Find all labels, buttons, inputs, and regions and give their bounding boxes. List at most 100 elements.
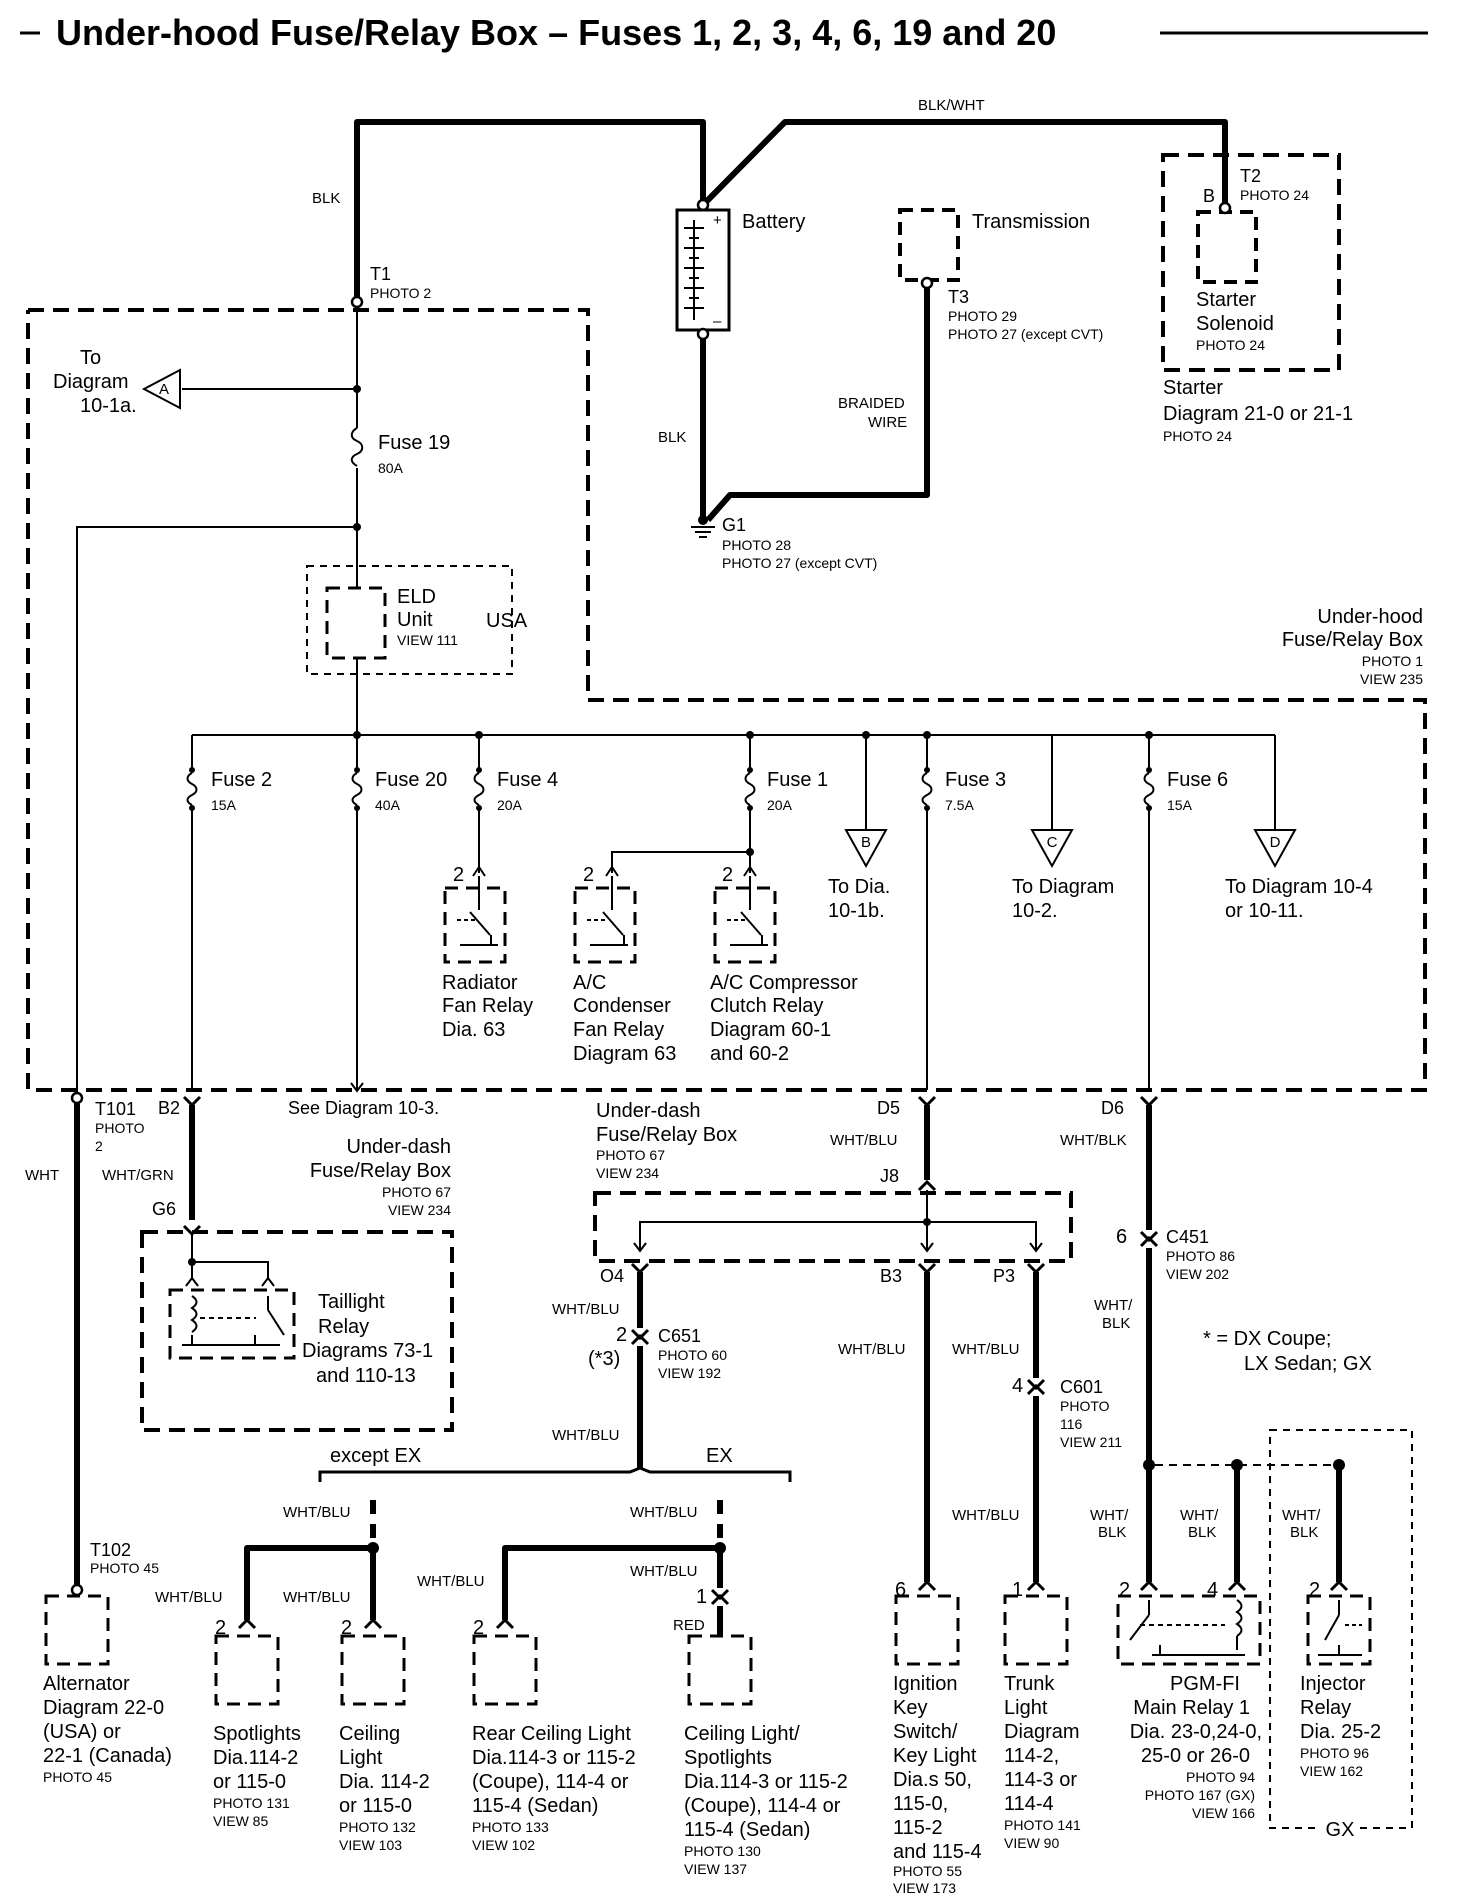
under-hood-label2: Fuse/Relay Box (1282, 629, 1423, 651)
c651-star: (*3) (588, 1348, 620, 1370)
t1-label: T1 (370, 264, 391, 284)
t3-label: T3 (948, 287, 969, 307)
j8-connector-icon (917, 1179, 937, 1192)
pgm-photo2: PHOTO 167 (GX) (1145, 1787, 1255, 1803)
spotlights-label3: or 115-0 (213, 1771, 286, 1793)
label-blk-wht: BLK/WHT (918, 97, 985, 114)
taillight-relay-switch-icon (182, 1295, 285, 1346)
d-to-label2: or 10-11. (1225, 900, 1304, 922)
trunk-label3: Diagram (1004, 1721, 1080, 1743)
ignition-label3: Switch/ (893, 1721, 958, 1743)
o4-connector-icon (630, 1262, 650, 1275)
fuse-1-top-node (747, 767, 753, 773)
pgm-pin4-icon (1227, 1579, 1247, 1592)
trunk-view: VIEW 90 (1004, 1835, 1059, 1851)
alternator-label3: (USA) or (43, 1721, 121, 1743)
eld-unit: ELD Unit VIEW 111 USA (306, 565, 528, 675)
ignition-label1: Ignition (893, 1673, 958, 1695)
top-wires: BLK BLK/WHT BLK BRAIDED WIRE (312, 97, 1228, 522)
connector-b: B To Dia. 10-1b. (828, 731, 890, 922)
fuse-4-label: Fuse 4 (497, 769, 558, 791)
label-wht-blu-ex: WHT/BLU (630, 1504, 698, 1521)
t3-photo2: PHOTO 27 (except CVT) (948, 326, 1103, 342)
taillight-label1: Taillight (318, 1291, 385, 1313)
fuse-6-top-node (1146, 767, 1152, 773)
ignition-pin: 6 (895, 1579, 906, 1601)
taillight-relay-box (168, 1288, 296, 1360)
label-wht-pgm4: WHT/ (1180, 1507, 1219, 1524)
label-wht-blu-except-ex: WHT/BLU (283, 1504, 351, 1521)
under-hood-box: Under-hood Fuse/Relay Box PHOTO 1 VIEW 2… (26, 264, 1427, 1095)
b3-connector-icon (917, 1262, 937, 1275)
ceiling-spotlights-photo: PHOTO 130 (684, 1843, 761, 1859)
label-blk-inj: BLK (1290, 1524, 1318, 1541)
fuse-1-amp: 20A (767, 797, 793, 813)
fuse-6-bus-node (1145, 731, 1153, 739)
fuse-2-amp: 15A (211, 797, 237, 813)
fuse-6-amp: 15A (1167, 797, 1193, 813)
rear-ceiling-label1: Rear Ceiling Light (472, 1723, 631, 1745)
d5-connector-icon (917, 1095, 937, 1108)
fuse-2-icon (186, 772, 198, 806)
gx-label: GX (1326, 1819, 1355, 1841)
trunk-label5: 114-3 or (1004, 1769, 1077, 1791)
label-wht-blu-c651: WHT/BLU (552, 1427, 620, 1444)
t3-terminal (920, 276, 934, 290)
ac-condenser-relay-switch-icon (587, 876, 628, 946)
starter-solenoid-label1: Starter (1196, 289, 1256, 311)
d6-connector-icon (1139, 1095, 1159, 1108)
ex-label: EX (706, 1445, 733, 1467)
b2-label: B2 (158, 1098, 180, 1118)
label-wht-blu-rear: WHT/BLU (417, 1573, 485, 1590)
starter-solenoid-photo: PHOTO 24 (1196, 337, 1265, 353)
spotlights-photo: PHOTO 131 (213, 1795, 290, 1811)
ground-g1: G1 PHOTO 28 PHOTO 27 (except CVT) (691, 515, 877, 571)
fuse-19-label: Fuse 19 (378, 432, 450, 454)
except-ex-label: except EX (330, 1445, 421, 1467)
node-bus-main (353, 731, 361, 739)
t101-label: T101 (95, 1099, 136, 1119)
fuse-6-icon (1143, 772, 1155, 806)
rear-ceiling-pin-icon (495, 1617, 515, 1630)
fuse-3-amp: 7.5A (945, 797, 974, 813)
pgm-pin4: 4 (1207, 1579, 1218, 1601)
spotlights-label1: Spotlights (213, 1723, 301, 1745)
note-line2: LX Sedan; GX (1244, 1353, 1372, 1375)
ac-compressor-relay-label2: Clutch Relay (710, 995, 823, 1017)
ceiling-light-label2: Light (339, 1747, 383, 1769)
ground-icon (691, 526, 715, 538)
label-blk-battery: BLK (658, 429, 686, 446)
label-red: RED (673, 1617, 705, 1634)
t3-photo1: PHOTO 29 (948, 308, 1017, 324)
eld-usa-box (306, 565, 513, 675)
fuse-4-icon (473, 772, 485, 806)
trunk-label4: 114-2, (1004, 1745, 1059, 1767)
wire-blk-wht-battery-starter (700, 119, 1228, 208)
fuse-19-amp: 80A (378, 460, 404, 476)
radiator-relay-pin-icon (472, 865, 486, 877)
udb-photo: PHOTO 67 (596, 1147, 665, 1163)
label-wht-blu-ex2: WHT/BLU (630, 1563, 698, 1580)
ignition-view: VIEW 173 (893, 1880, 956, 1896)
starter-diag-label1: Starter (1163, 377, 1223, 399)
eld-view: VIEW 111 (397, 632, 458, 648)
fuse-3: Fuse 3 7.5A (921, 731, 1006, 1090)
t101-photo1: PHOTO (95, 1120, 145, 1136)
ac-compressor-relay-label3: Diagram 60-1 (710, 1019, 831, 1041)
fuse-19: Fuse 19 80A (350, 427, 450, 476)
c651-label: C651 (658, 1326, 701, 1346)
battery-plus-label: + (713, 212, 722, 229)
label-wht-pgm2: WHT/ (1090, 1507, 1129, 1524)
ignition-label5: Dia.s 50, (893, 1769, 972, 1791)
label-wht: WHT (25, 1167, 59, 1184)
pgm-pin2: 2 (1119, 1579, 1130, 1601)
ud-view: VIEW 234 (388, 1202, 451, 1218)
ignition-label4: Key Light (893, 1745, 977, 1767)
ignition-photo: PHOTO 55 (893, 1863, 962, 1879)
rear-ceiling-label4: 115-4 (Sedan) (472, 1795, 598, 1817)
fuse-4-amp: 20A (497, 797, 523, 813)
battery-label: Battery (742, 211, 805, 233)
conn-b-label: B (861, 834, 871, 851)
injector-photo: PHOTO 96 (1300, 1745, 1369, 1761)
